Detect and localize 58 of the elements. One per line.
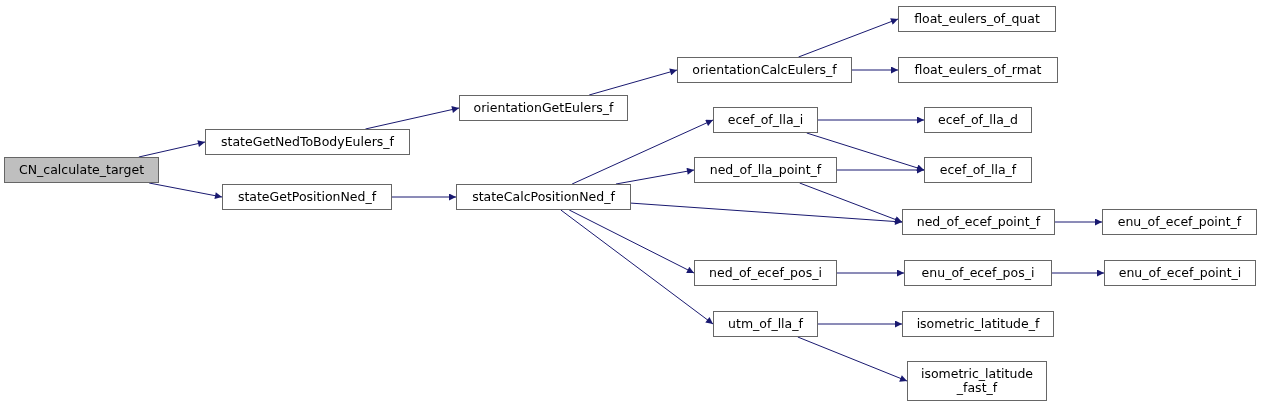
function-name: stateGetNedToBodyEulers_f — [221, 134, 394, 150]
function-name: orientationCalcEulers_f — [692, 62, 837, 78]
arrow — [798, 18, 899, 58]
arrow — [560, 209, 714, 325]
function-name: enu_of_ecef_pos_i — [921, 265, 1035, 281]
arrow — [1051, 269, 1105, 277]
function-box — [1104, 260, 1256, 286]
function-name: ned_of_ecef_pos_i — [709, 265, 822, 281]
function-box — [459, 95, 628, 121]
function-name: ecef_of_lla_f — [939, 162, 1017, 178]
function-name: CN_calculate_target — [18, 162, 145, 178]
function-name: ned_of_lla_point_f — [709, 162, 822, 178]
function-name: float_eulers_of_quat — [914, 11, 1040, 27]
arrow — [836, 166, 925, 174]
function-box — [898, 57, 1058, 83]
function-box — [4, 157, 159, 183]
function-name: enu_of_ecef_point_i — [1118, 265, 1242, 281]
function-name: isometric_latitude _fast_f — [919, 366, 1035, 396]
function-name: ned_of_ecef_point_f — [916, 214, 1041, 230]
arrow — [588, 68, 678, 96]
function-box — [902, 311, 1054, 337]
function-box — [904, 260, 1052, 286]
arrow — [806, 132, 925, 172]
arrow — [799, 182, 903, 223]
arrow — [851, 66, 899, 74]
function-name: stateGetPositionNed_f — [237, 189, 377, 205]
function-name: float_eulers_of_rmat — [914, 62, 1042, 78]
function-box — [924, 107, 1032, 133]
arrow — [817, 320, 903, 328]
function-name: utm_of_lla_f — [728, 316, 803, 332]
arrow — [571, 119, 714, 185]
arrow — [797, 336, 908, 382]
function-box — [902, 209, 1055, 235]
arrow — [1054, 218, 1103, 226]
function-name: ecef_of_lla_i — [727, 112, 804, 128]
function-name: enu_of_ecef_point_f — [1117, 214, 1242, 230]
function-box — [205, 129, 410, 155]
function-box — [677, 57, 852, 83]
function-box — [222, 184, 392, 210]
function-name: ecef_of_lla_d — [938, 112, 1018, 128]
arrow — [391, 193, 457, 201]
function-box — [898, 6, 1056, 32]
function-box — [713, 311, 818, 337]
function-name: orientationGetEulers_f — [473, 100, 614, 116]
arrow — [138, 140, 206, 158]
function-name: stateCalcPositionNed_f — [472, 189, 615, 205]
function-box — [1102, 209, 1257, 235]
function-box — [694, 157, 837, 183]
function-box — [907, 361, 1047, 401]
arrow — [817, 116, 925, 124]
function-box — [924, 157, 1032, 183]
function-box — [456, 184, 631, 210]
function-box — [713, 107, 818, 133]
arrow — [568, 209, 695, 274]
function-name: isometric_latitude_f — [916, 316, 1040, 332]
arrow — [836, 269, 905, 277]
function-box — [694, 260, 837, 286]
arrow — [630, 202, 903, 225]
